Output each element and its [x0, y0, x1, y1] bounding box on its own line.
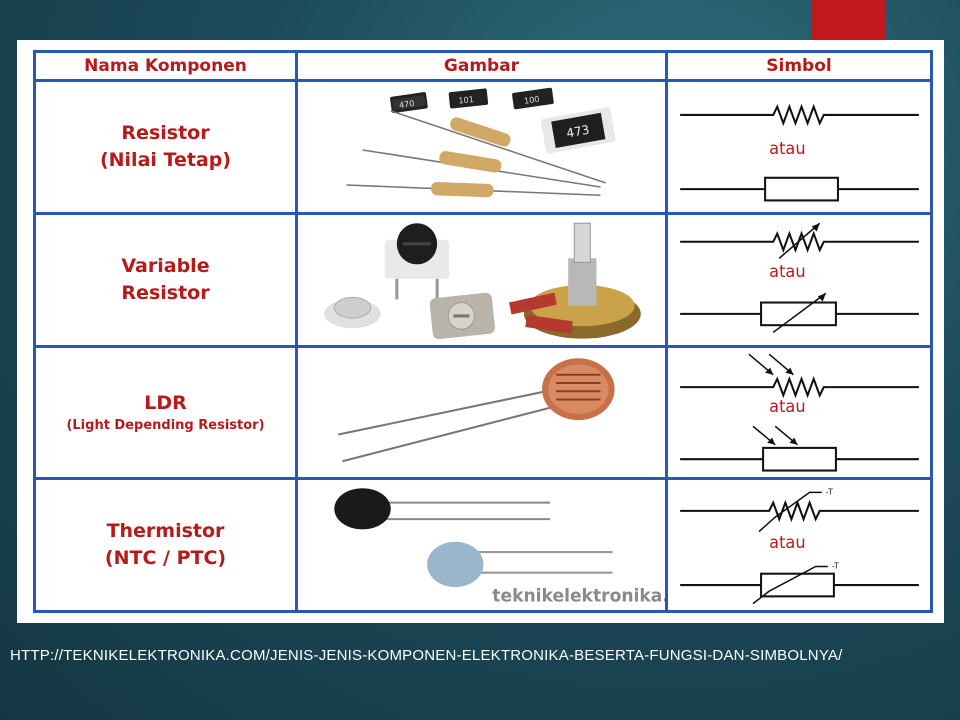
thermistor-mark: -T [826, 487, 833, 497]
watermark: teknikelektronika.com [492, 587, 665, 607]
smd-resistor-icon: 470 101 100 473 [390, 87, 616, 154]
image-cell-variable-resistor [295, 211, 668, 348]
ldr-box-icon [680, 425, 919, 472]
svg-text:100: 100 [523, 94, 540, 106]
table-row-ldr: LDR (Light Depending Resistor) [33, 344, 933, 481]
symbol-cell-variable-resistor: atau [665, 211, 933, 348]
thermistor-mark: -T [832, 561, 839, 571]
thermistor-symbols: -T atau -T [680, 487, 919, 605]
atau-label: atau [769, 261, 805, 280]
name-line-1: Variable [121, 254, 210, 277]
rotary-potentiometer-icon [508, 222, 641, 339]
small-trimmer-icon [324, 296, 381, 329]
ldr-component-icon [338, 357, 615, 462]
atau-label: atau [769, 533, 805, 552]
axial-resistor-icon [346, 110, 606, 198]
svg-text:473: 473 [565, 123, 590, 141]
ldr-symbols: atau [680, 353, 919, 472]
svg-text:470: 470 [398, 98, 415, 110]
row-name-variable-resistor: Variable Resistor [33, 211, 298, 348]
trimmer-potentiometer-icon [384, 222, 450, 300]
component-table: Nama Komponen Gambar Simbol Resistor (Ni… [33, 50, 933, 613]
svg-text:101: 101 [458, 94, 474, 106]
row-name-thermistor: Thermistor (NTC / PTC) [33, 477, 298, 613]
ldr-zigzag-icon [680, 353, 919, 398]
resistor-box-icon [680, 176, 919, 202]
row-name-ldr: LDR (Light Depending Resistor) [33, 344, 298, 481]
image-cell-resistor: 470 101 100 473 [295, 79, 668, 215]
square-trimmer-icon [429, 292, 495, 339]
name-line-2: (Nilai Tetap) [99, 148, 232, 171]
accent-block [812, 0, 886, 40]
image-cell-ldr [295, 344, 668, 481]
symbol-cell-thermistor: -T atau -T [665, 477, 933, 613]
header-gambar: Gambar [295, 50, 668, 82]
name-line-2: Resistor [121, 281, 210, 304]
header-nama-komponen: Nama Komponen [33, 50, 298, 82]
thermistor-box-icon [680, 565, 919, 605]
symbol-cell-resistor: atau [665, 79, 933, 215]
atau-label: atau [769, 139, 805, 158]
variable-resistor-photo-illustration [324, 222, 641, 339]
name-line-1: Resistor [121, 121, 210, 144]
table-row-thermistor: Thermistor (NTC / PTC) teknikelektron [33, 477, 933, 613]
resistor-photo-illustration: 470 101 100 473 [346, 87, 616, 198]
name-line-1: LDR [144, 391, 187, 414]
source-caption: HTTP://TEKNIKELEKTRONIKA.COM/JENIS-JENIS… [10, 647, 843, 664]
resistor-symbols: atau [680, 103, 919, 202]
name-line-1: Thermistor [106, 520, 225, 543]
ptc-thermistor-icon [427, 542, 613, 588]
thermistor-zigzag-icon [680, 491, 919, 533]
table-header-row: Nama Komponen Gambar Simbol [33, 50, 933, 82]
image-cell-thermistor: teknikelektronika.com [295, 477, 668, 613]
name-line-2: (NTC / PTC) [104, 547, 227, 570]
thermistor-photo-illustration: teknikelektronika.com [334, 488, 665, 607]
ntc-thermistor-icon [334, 488, 551, 530]
header-simbol: Simbol [665, 50, 933, 82]
resistor-zigzag-icon [680, 103, 919, 127]
atau-label: atau [769, 396, 805, 415]
row-name-resistor: Resistor (Nilai Tetap) [33, 79, 298, 215]
variable-resistor-box-icon [680, 292, 919, 333]
variable-resistor-symbols: atau [680, 222, 919, 333]
name-subtitle: (Light Depending Resistor) [66, 417, 265, 433]
symbol-cell-ldr: atau [665, 344, 933, 481]
ldr-photo-illustration [338, 357, 615, 462]
variable-resistor-zigzag-icon [680, 222, 919, 259]
table-row-variable-resistor: Variable Resistor [33, 211, 933, 348]
table-row-resistor: Resistor (Nilai Tetap) 470 101 100 [33, 79, 933, 215]
slide-image-panel: Nama Komponen Gambar Simbol Resistor (Ni… [17, 40, 944, 623]
